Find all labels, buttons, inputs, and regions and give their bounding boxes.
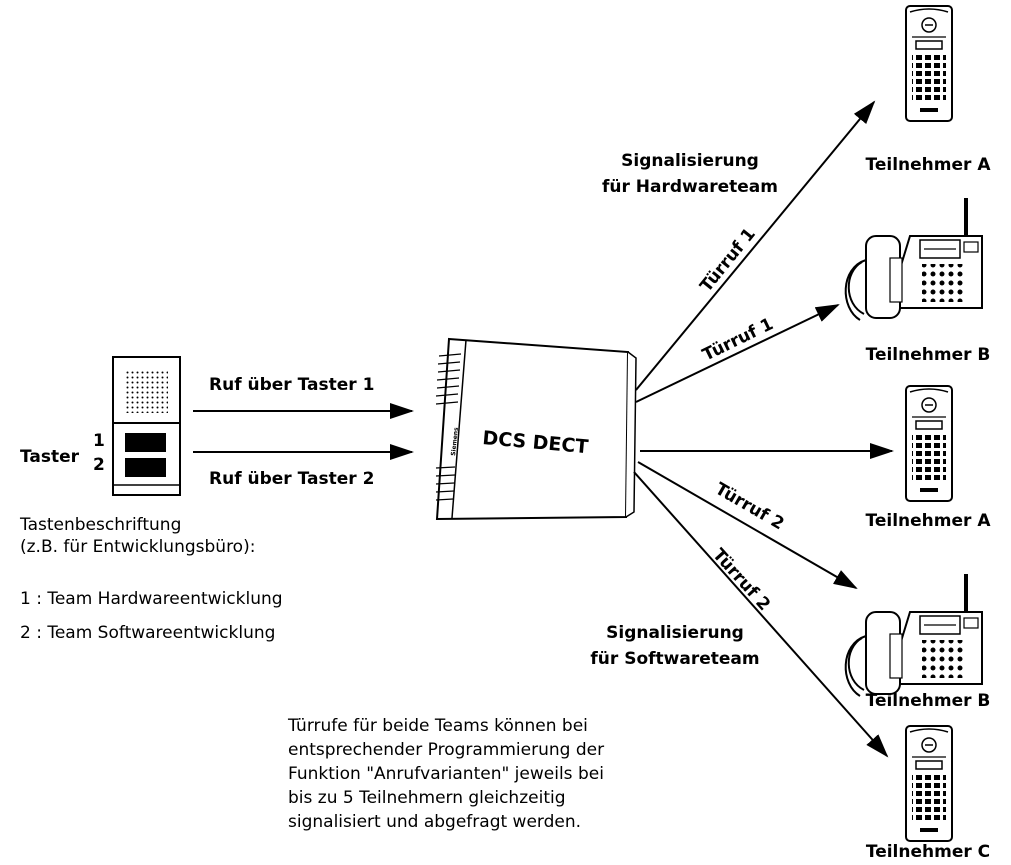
desk-phone-icon — [843, 196, 984, 322]
participant-label-4: Teilnehmer B — [866, 691, 991, 711]
door-call-hw-a-label: Türruf 1 — [696, 224, 759, 296]
note-line-5: signalisiert und abgefragt werden. — [288, 812, 581, 832]
participant-label-2: Teilnehmer B — [866, 345, 991, 365]
key-label-item-1: 1 : Team Hardwareentwicklung — [20, 589, 283, 609]
handset-phone-icon — [905, 725, 953, 842]
door-station-label: Taster — [20, 447, 80, 467]
arrow-sw-c — [633, 471, 889, 758]
participant-label-1: Teilnehmer A — [866, 155, 992, 175]
button-number-1: 1 — [93, 431, 105, 451]
signaling-hardware-line1: Signalisierung — [621, 151, 759, 171]
participant-label-3: Teilnehmer A — [866, 511, 992, 531]
note-line-4: bis zu 5 Teilnehmern gleichzeitig — [288, 788, 566, 808]
handset-phone-icon — [905, 5, 953, 122]
key-label-item-2: 2 : Team Softwareentwicklung — [20, 623, 275, 643]
signaling-hardware-line2: für Hardwareteam — [602, 177, 778, 197]
door-call-sw-c-label: Türruf 2 — [708, 545, 774, 615]
door-station — [112, 356, 181, 496]
desk-phone-icon — [843, 572, 984, 698]
participant-label-5: Teilnehmer C — [866, 842, 990, 862]
note-line-1: Türrufe für beide Teams können bei — [287, 716, 588, 736]
note-line-3: Funktion "Anrufvarianten" jeweils bei — [288, 764, 604, 784]
central-unit — [435, 337, 637, 521]
signaling-software-line1: Signalisierung — [606, 623, 744, 643]
call-1-label: Ruf über Taster 1 — [209, 375, 374, 395]
central-brand: Siemens — [450, 427, 460, 457]
arrow-hw-b — [635, 304, 840, 403]
door-button-2 — [125, 458, 166, 477]
key-labels-heading-2: (z.B. für Entwicklungsbüro): — [20, 537, 255, 557]
button-number-2: 2 — [93, 455, 105, 475]
call-2-label: Ruf über Taster 2 — [209, 469, 374, 489]
signaling-software-line2: für Softwareteam — [590, 649, 759, 669]
note-line-2: entsprechender Programmierung der — [288, 740, 604, 760]
handset-phone-icon — [905, 385, 953, 502]
door-button-1 — [125, 433, 166, 452]
arrow-hw-a — [635, 100, 876, 391]
arrow-sw-b — [637, 461, 858, 590]
key-labels-heading-1: Tastenbeschriftung — [19, 515, 181, 535]
